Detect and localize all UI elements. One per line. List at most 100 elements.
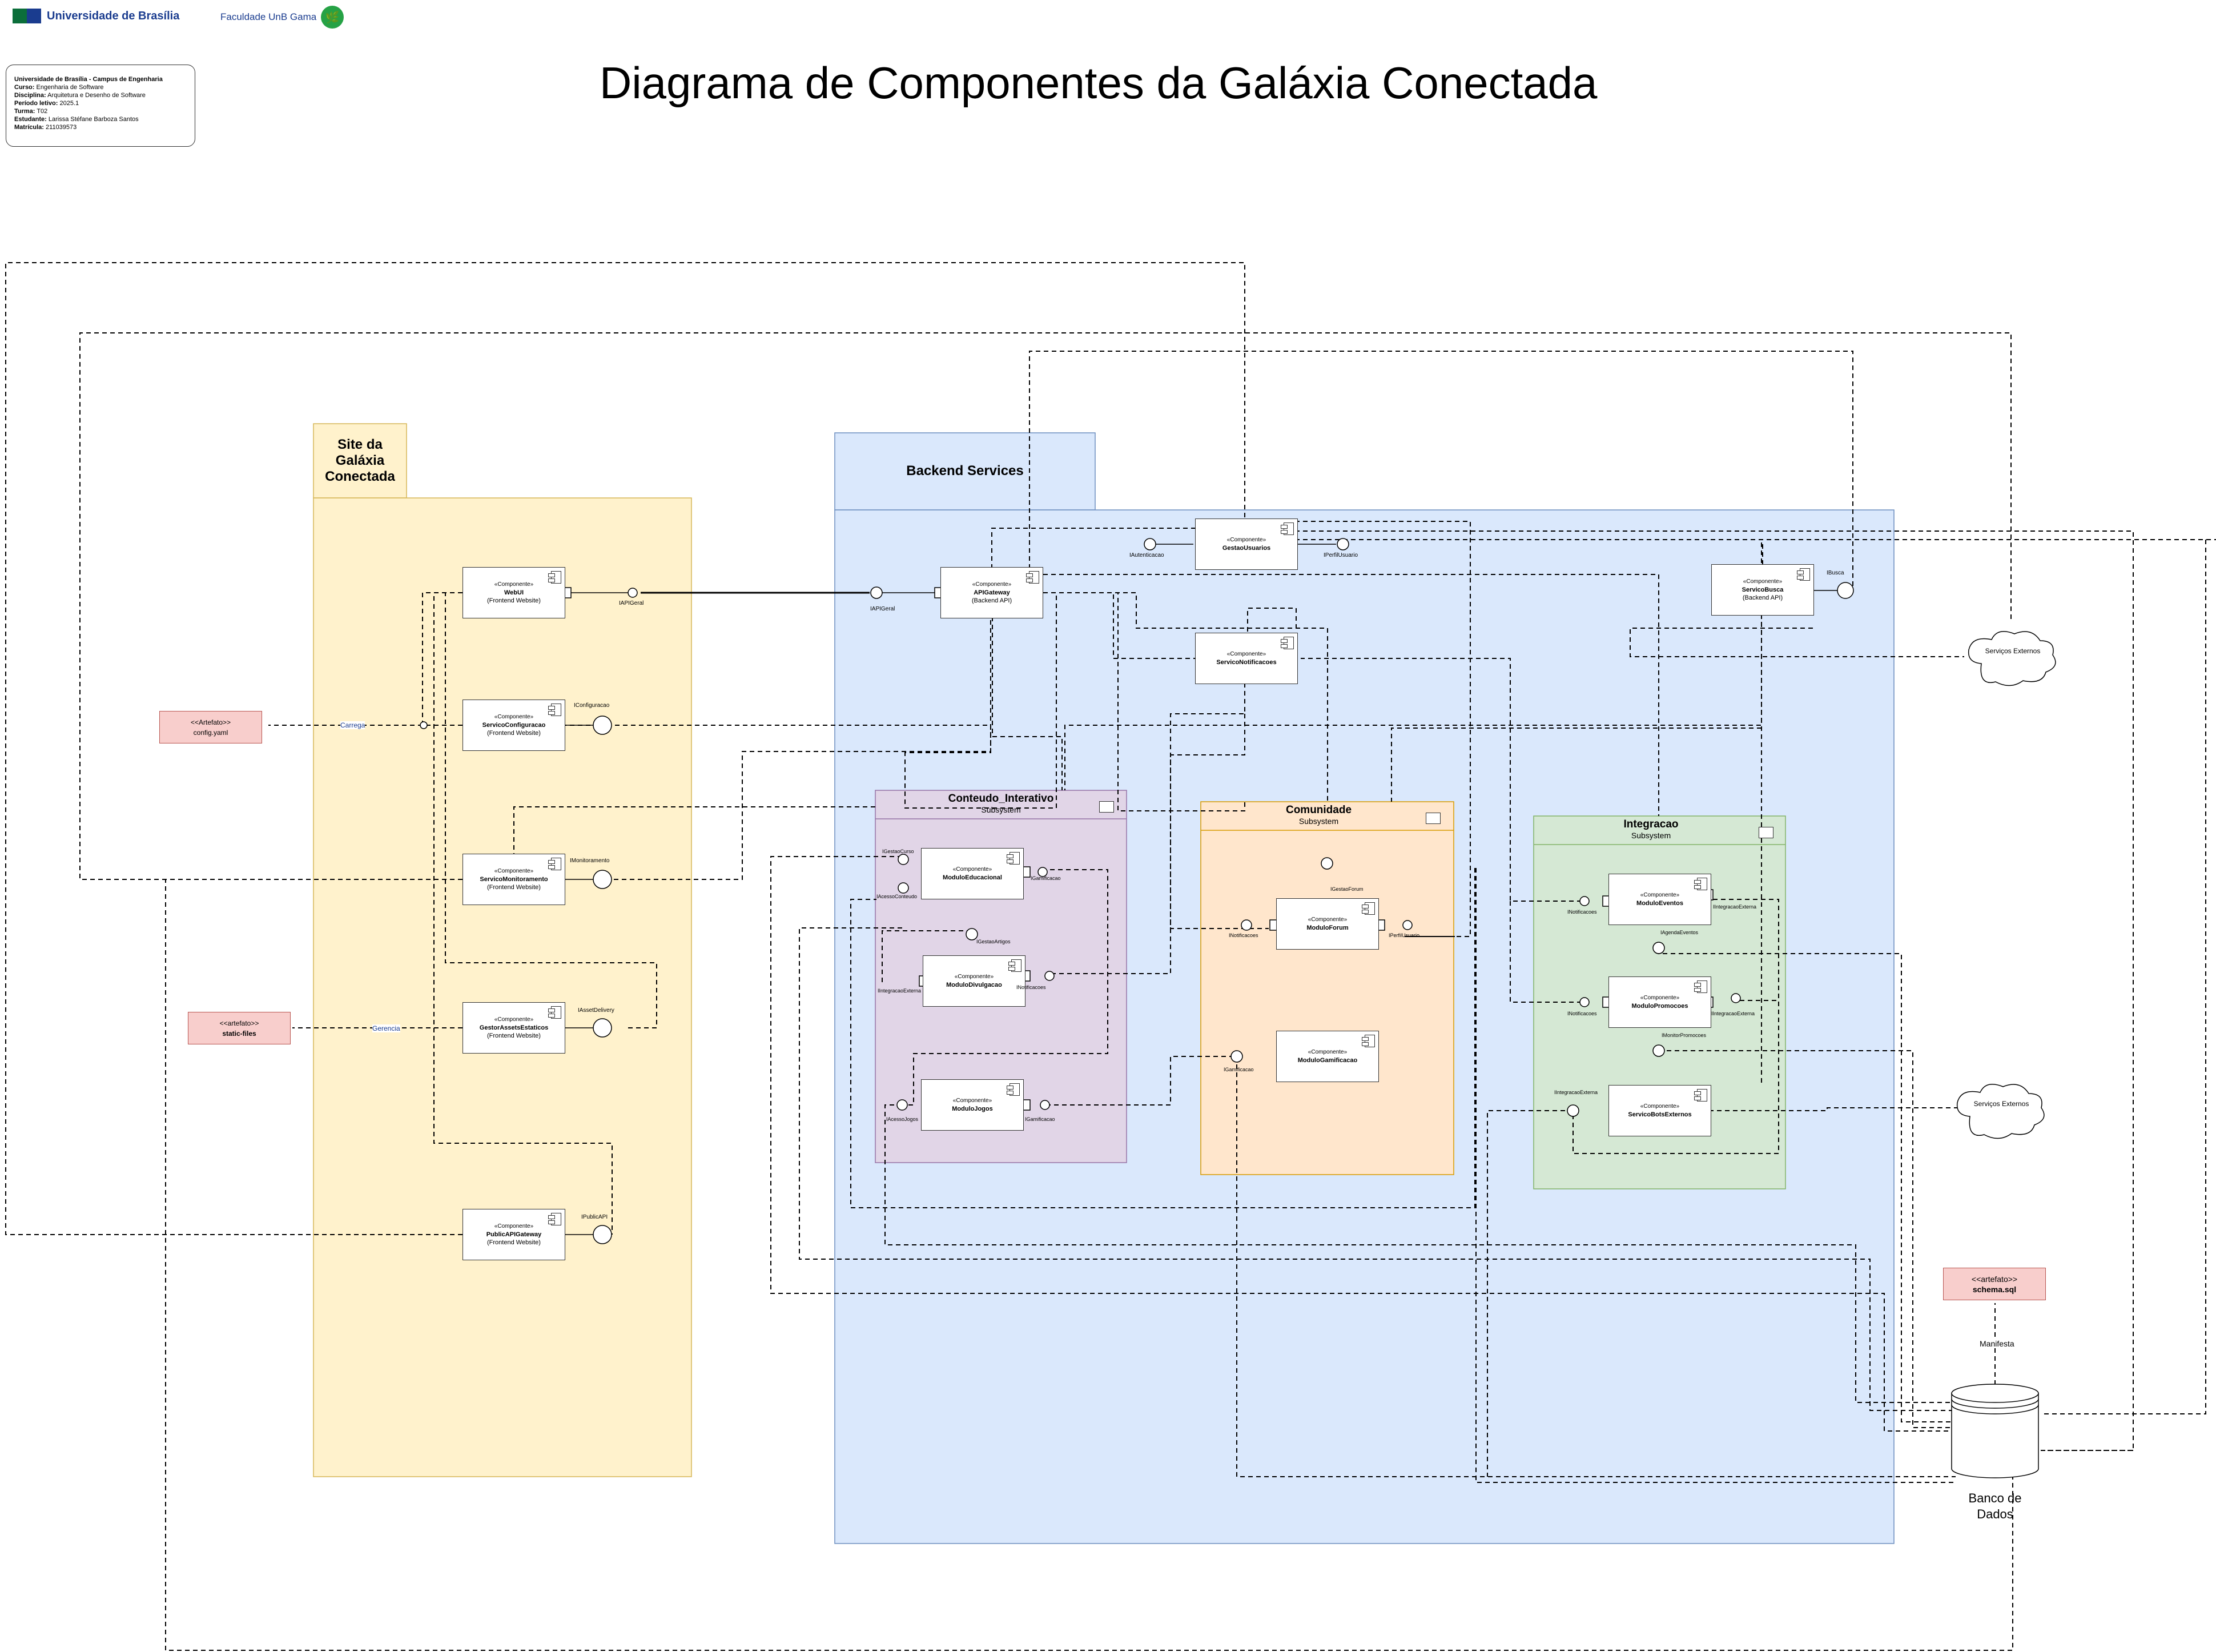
- component-name: ModuloForum: [1306, 925, 1349, 931]
- artifact-schema-sql[interactable]: <<artefato>> schema.sql: [1943, 1268, 2046, 1300]
- interface-label: IIntegracaoExterna: [1554, 1090, 1598, 1095]
- info-class-label: Turma:: [14, 108, 35, 115]
- interface-label: IAcessoConteudo: [876, 894, 918, 899]
- site-region-title: Site da Galáxia Conectada: [325, 437, 395, 484]
- component-name: ModuloDivulgacao: [946, 982, 1002, 988]
- stereotype: «Componente»: [494, 868, 534, 874]
- artifact-name: static-files: [222, 1029, 256, 1038]
- stereotype: «Componente»: [494, 1223, 534, 1229]
- artifact-config-yaml[interactable]: <<Artefato>> config.yaml: [159, 711, 262, 743]
- interface-label: INotificacoes: [1567, 1011, 1597, 1016]
- stereotype: «Componente»: [1743, 578, 1783, 585]
- fga-logo: Faculdade UnB Gama 🌿: [220, 6, 344, 29]
- integracao-title: Integracao: [1623, 818, 1679, 830]
- info-box: Universidade de Brasília - Campus de Eng…: [6, 65, 195, 147]
- info-institution: Universidade de Brasília - Campus de Eng…: [14, 76, 163, 83]
- component-modulo-jogos[interactable]: «Componente» ModuloJogos: [921, 1079, 1024, 1131]
- site-region-body: [313, 497, 692, 1477]
- component-modulo-divulgacao[interactable]: «Componente» ModuloDivulgacao: [923, 955, 1025, 1007]
- stereotype: «Componente»: [494, 1016, 534, 1023]
- artifact-stereotype: <<artefato>>: [219, 1019, 259, 1027]
- database-cylinder: [1951, 1384, 2039, 1478]
- backend-region-title: Backend Services: [906, 463, 1024, 479]
- interface-label: IConfiguracao: [574, 702, 610, 709]
- component-icon: [548, 1006, 561, 1019]
- component-icon: [1007, 1083, 1020, 1096]
- component-icon: [548, 571, 561, 584]
- component-icon: [1694, 1089, 1707, 1102]
- component-icon: [1008, 959, 1021, 972]
- interface-label: IGamificacao: [1031, 875, 1061, 881]
- interface-label: IAutenticacao: [1129, 552, 1164, 558]
- info-id: 211039573: [46, 124, 77, 131]
- component-modulo-eventos[interactable]: «Componente» ModuloEventos: [1608, 874, 1711, 925]
- component-icon: [1362, 1035, 1375, 1047]
- component-note: (Frontend Website): [487, 730, 541, 737]
- component-name: ModuloPromocoes: [1631, 1003, 1688, 1010]
- component-name: ServicoNotificacoes: [1216, 659, 1277, 666]
- stereotype: «Componente»: [1640, 1103, 1680, 1110]
- unb-logo-text: Universidade de Brasília: [47, 9, 180, 22]
- component-name: ServicoConfiguracao: [482, 722, 546, 729]
- info-discipline-label: Disciplina:: [14, 92, 46, 99]
- stereotype: «Componente»: [1308, 917, 1348, 923]
- component-modulo-forum[interactable]: «Componente» ModuloForum: [1276, 898, 1379, 950]
- component-modulo-gamificacao[interactable]: «Componente» ModuloGamificacao: [1276, 1031, 1379, 1082]
- interface-label: IPublicAPI: [581, 1214, 608, 1220]
- interface-label: IBusca: [1827, 570, 1844, 576]
- component-name: PublicAPIGateway: [486, 1231, 542, 1238]
- component-icon: [1026, 571, 1039, 584]
- info-student-label: Estudante:: [14, 116, 47, 123]
- interface-label: IMonitoramento: [570, 858, 610, 864]
- component-webui[interactable]: «Componente» WebUI (Frontend Website): [462, 567, 565, 618]
- component-name: ModuloGamificacao: [1297, 1057, 1358, 1064]
- stereotype: «Componente»: [494, 581, 534, 588]
- subsystem-icon: [1099, 801, 1114, 813]
- component-servico-bots-externos[interactable]: «Componente» ServicoBotsExternos: [1608, 1085, 1711, 1136]
- component-note: (Frontend Website): [487, 1239, 541, 1246]
- interface-label: IGestaoArtigos: [976, 939, 1011, 944]
- component-icon: [1694, 878, 1707, 890]
- comunidade-subsystem-header: Comunidade Subsystem: [1201, 804, 1437, 826]
- component-servico-monitoramento[interactable]: «Componente» ServicoMonitoramento (Front…: [462, 854, 565, 905]
- interface-label: IPerfilUsuario: [1389, 932, 1420, 938]
- info-course-label: Curso:: [14, 84, 35, 91]
- component-name: ModuloEventos: [1636, 900, 1683, 907]
- component-name: ModuloJogos: [952, 1106, 993, 1112]
- component-gestor-assets[interactable]: «Componente» GestorAssetsEstaticos (Fron…: [462, 1002, 565, 1054]
- interface-label: IGestaoForum: [1330, 886, 1364, 892]
- stereotype: «Componente»: [1640, 995, 1680, 1001]
- component-modulo-promocoes[interactable]: «Componente» ModuloPromocoes: [1608, 976, 1711, 1028]
- interface-label: INotificacoes: [1229, 932, 1258, 938]
- fga-logo-text: Faculdade UnB Gama: [220, 11, 317, 22]
- component-public-api-gateway[interactable]: «Componente» PublicAPIGateway (Frontend …: [462, 1209, 565, 1260]
- interface-label: IIntegracaoExterna: [1713, 904, 1757, 910]
- interface-label: IAgendaEventos: [1660, 930, 1699, 935]
- info-student: Larissa Stéfane Barboza Santos: [48, 116, 139, 123]
- component-gestao-usuarios[interactable]: «Componente» GestaoUsuarios: [1195, 518, 1298, 570]
- component-icon: [548, 858, 561, 870]
- component-icon: [1362, 902, 1375, 915]
- interface-label: INotificacoes: [1567, 909, 1597, 915]
- component-servico-busca[interactable]: «Componente» ServicoBusca (Backend API): [1711, 564, 1814, 616]
- component-note: (Backend API): [971, 597, 1012, 604]
- component-api-gateway[interactable]: «Componente» APIGateway (Backend API): [940, 567, 1043, 618]
- component-servico-notificacoes[interactable]: «Componente» ServicoNotificacoes: [1195, 633, 1298, 684]
- component-note: (Frontend Website): [487, 597, 541, 604]
- stereotype: «Componente»: [494, 714, 534, 720]
- interface-label: IIntegracaoExterna: [878, 988, 922, 994]
- stereotype: «Componente»: [954, 974, 994, 980]
- edge-label-carrega: Carrega: [340, 721, 365, 729]
- integracao-subtitle: Subsystem: [1631, 831, 1671, 840]
- diagram-title: Diagrama de Componentes da Galáxia Conec…: [600, 58, 1598, 108]
- edge-label-gerencia: Gerencia: [372, 1024, 400, 1032]
- info-period: 2025.1: [59, 100, 79, 107]
- interface-label: INotificacoes: [1016, 984, 1046, 990]
- edge-label-manifesta: Manifesta: [1980, 1339, 2014, 1348]
- artifact-stereotype: <<Artefato>>: [190, 718, 231, 726]
- component-modulo-educacional[interactable]: «Componente» ModuloEducacional: [921, 848, 1024, 899]
- component-name: WebUI: [504, 589, 524, 596]
- artifact-static-files[interactable]: <<artefato>> static-files: [188, 1012, 291, 1044]
- component-servico-configuracao[interactable]: «Componente» ServicoConfiguracao (Fronte…: [462, 700, 565, 751]
- external-services-label: Serviços Externos: [1985, 647, 2041, 655]
